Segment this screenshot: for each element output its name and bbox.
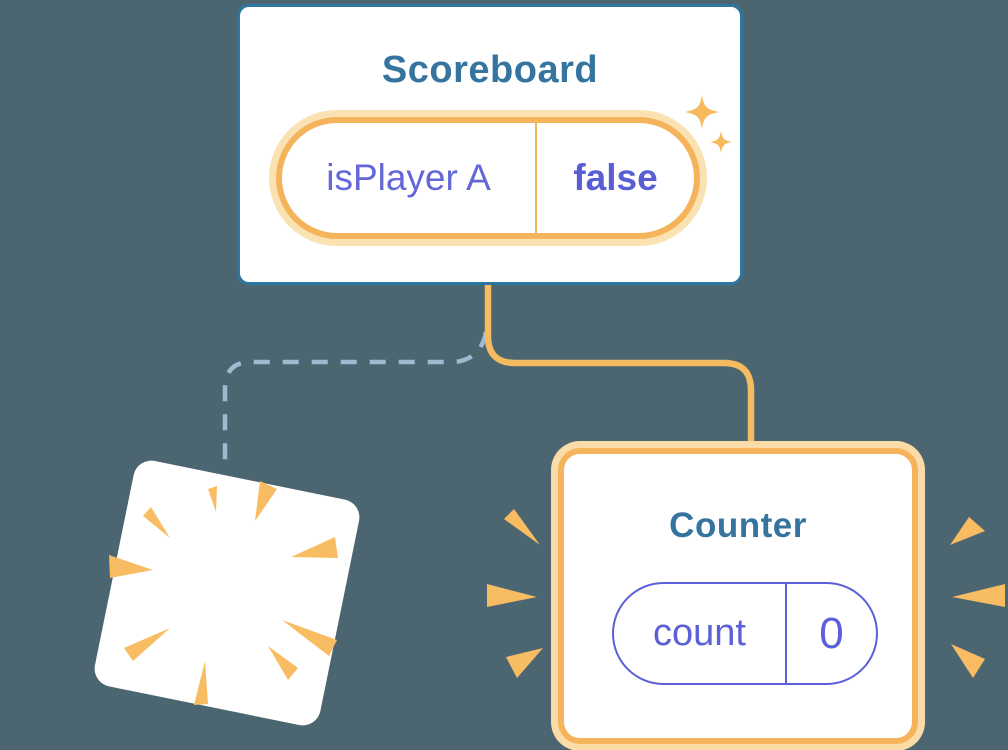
- burst-marks-left-icon: [487, 509, 543, 678]
- burst-marks-right-icon: [950, 517, 1005, 678]
- scoreboard-state-pill: isPlayer A false: [276, 117, 700, 239]
- counter-state-value: 0: [819, 608, 844, 658]
- counter-state-label: count: [614, 584, 787, 683]
- counter-component-card: Counter count 0: [558, 448, 918, 744]
- counter-title: Counter: [669, 506, 807, 545]
- scoreboard-title: Scoreboard: [381, 49, 599, 91]
- scoreboard-state-value: false: [573, 157, 658, 198]
- removed-component-card: [91, 457, 363, 729]
- scoreboard-state-label: isPlayer A: [282, 123, 537, 233]
- counter-state-pill: count 0: [612, 582, 878, 685]
- scoreboard-component-card: Scoreboard isPlayer A false: [237, 4, 743, 285]
- active-branch-connector: [484, 280, 755, 456]
- removed-branch-dashed-connector: [222, 331, 489, 460]
